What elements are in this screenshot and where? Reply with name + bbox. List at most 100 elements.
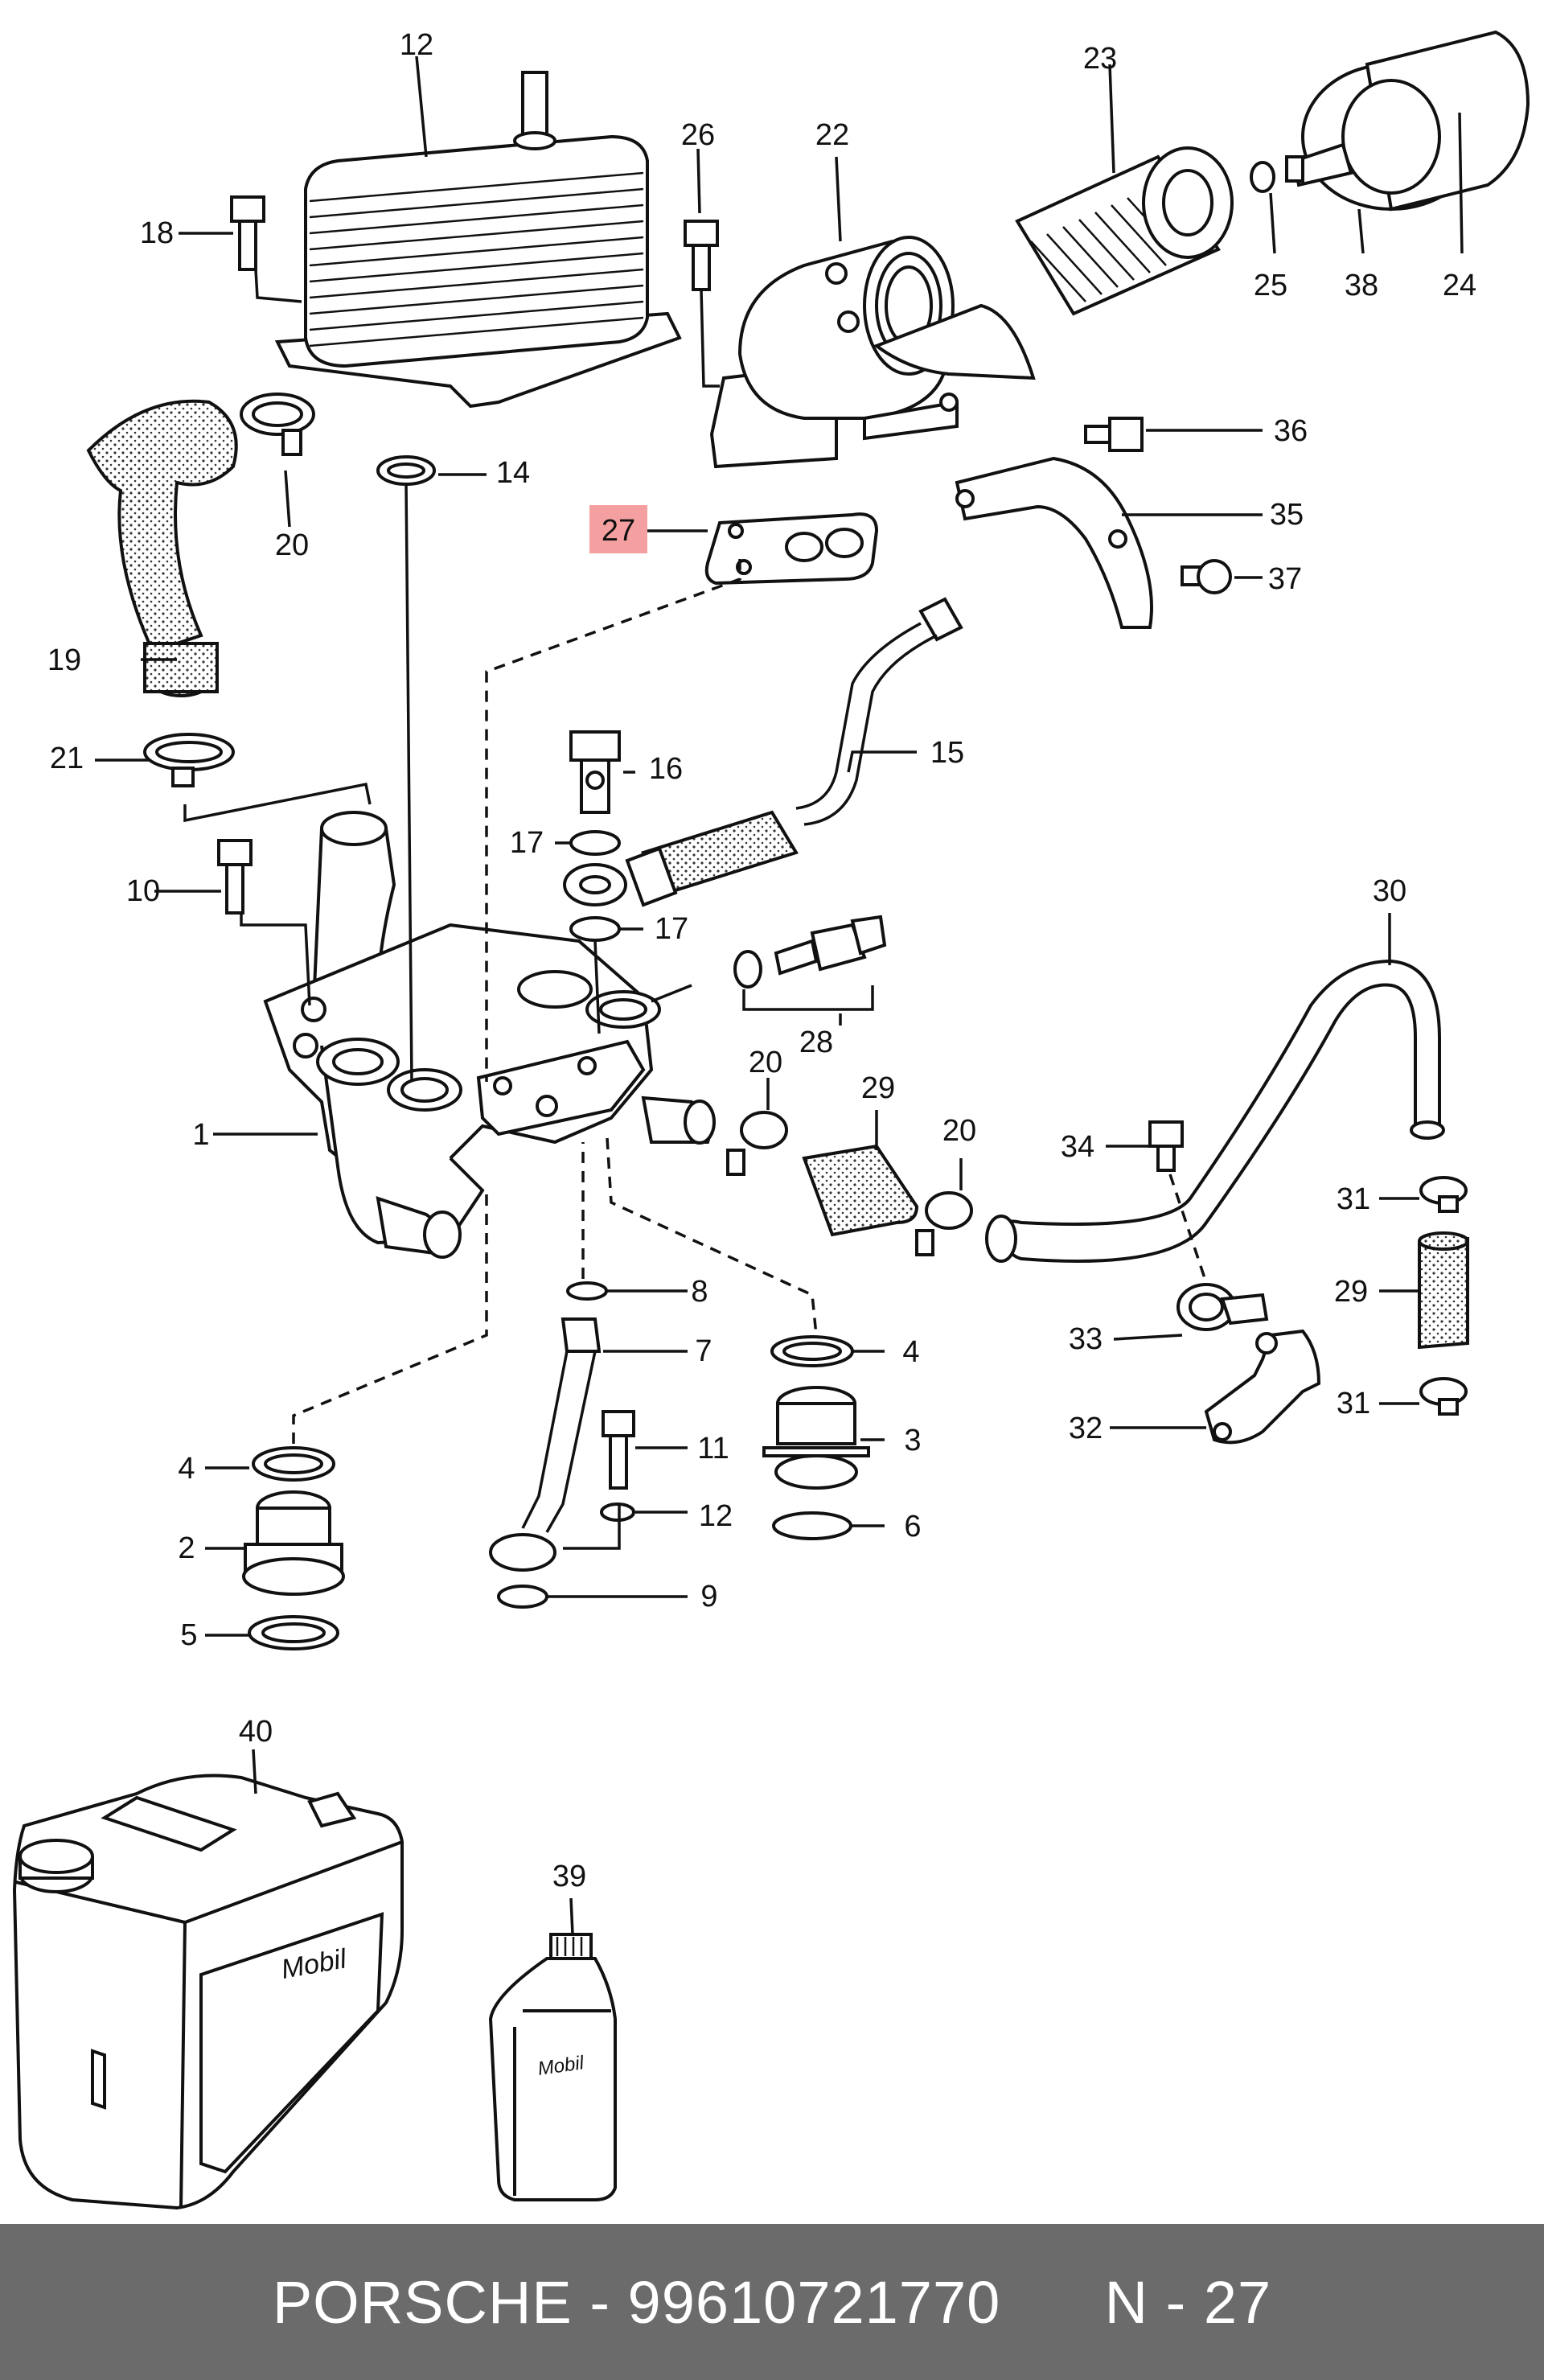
hose-29-middle xyxy=(802,1144,919,1237)
clamp-20-middle xyxy=(726,1111,788,1176)
callout-20-upper: 20 xyxy=(275,528,309,562)
screw-plug-3 xyxy=(762,1386,870,1490)
clamp-31-lower xyxy=(1419,1377,1468,1416)
footer-part-number: 99610721770 xyxy=(627,2268,1001,2336)
callout-21: 21 xyxy=(50,742,84,775)
o-ring-8 xyxy=(566,1281,608,1301)
bracket-32 xyxy=(1204,1329,1321,1445)
callout-17-upper: 17 xyxy=(510,826,544,860)
callout-33: 33 xyxy=(1069,1322,1103,1356)
callout-7: 7 xyxy=(695,1334,712,1368)
callout-34: 34 xyxy=(1061,1130,1094,1164)
callout-labels: 12 18 20 14 19 21 10 1 26 22 23 25 38 24… xyxy=(47,28,1476,1893)
callout-32: 32 xyxy=(1069,1412,1103,1445)
bolt-10 xyxy=(217,839,253,915)
oil-pipe-7 xyxy=(489,1317,602,1572)
seal-ring-5-inner xyxy=(261,1622,326,1643)
callout-4-left: 4 xyxy=(178,1452,195,1486)
banjo-bolt-16 xyxy=(569,730,621,814)
callout-20-middle: 20 xyxy=(749,1046,782,1079)
callout-9: 9 xyxy=(700,1580,717,1613)
callout-19: 19 xyxy=(47,643,81,677)
o-ring-25 xyxy=(1250,161,1275,193)
callout-14: 14 xyxy=(496,456,530,490)
callout-2: 2 xyxy=(178,1531,195,1565)
callout-12: 12 xyxy=(699,1499,733,1533)
footer-position-separator: - xyxy=(1165,2268,1187,2336)
seal-ring-4-left-inner xyxy=(264,1453,323,1474)
washer-12 xyxy=(600,1502,635,1522)
callout-8: 8 xyxy=(691,1275,708,1309)
footer-separator: - xyxy=(589,2268,610,2336)
washer-17-lower xyxy=(569,916,621,942)
callout-31-upper: 31 xyxy=(1337,1182,1370,1216)
bolt-26 xyxy=(684,220,719,291)
callout-39: 39 xyxy=(552,1860,586,1893)
seal-ring-6 xyxy=(772,1511,852,1540)
screw-plug-2 xyxy=(242,1490,345,1596)
callout-23: 23 xyxy=(1083,42,1117,76)
footer-space-3 xyxy=(1148,2268,1166,2337)
callout-27: 27 xyxy=(602,514,635,548)
oil-canister-40: Mobil xyxy=(12,1774,404,2210)
callout-16: 16 xyxy=(649,752,683,786)
hose-19 xyxy=(86,399,238,697)
oil-pipe-15 xyxy=(625,597,963,907)
callout-31-lower: 31 xyxy=(1337,1387,1370,1420)
hose-29-right xyxy=(1418,1236,1469,1350)
bolt-36 xyxy=(1084,417,1144,452)
bracket-35 xyxy=(955,456,1153,629)
seal-ring-9 xyxy=(497,1585,548,1609)
callout-40: 40 xyxy=(239,1715,273,1749)
footer-position-prefix: N xyxy=(1104,2268,1149,2336)
filter-element-23 xyxy=(1015,146,1234,316)
callout-37: 37 xyxy=(1268,562,1302,596)
clamp-21 xyxy=(143,733,235,787)
gasket-27 xyxy=(704,512,879,586)
bolt-34 xyxy=(1148,1120,1184,1172)
filter-housing-22 xyxy=(709,236,1036,469)
banjo-fitting xyxy=(563,863,627,906)
parts-diagram: Mobil Mobil xyxy=(12,28,1530,2210)
oil-temp-sensor-28 xyxy=(733,915,887,989)
callout-11: 11 xyxy=(697,1432,729,1465)
callout-38: 38 xyxy=(1345,269,1378,302)
footer-bar: PORSCHE - 99610721770 N - 27 xyxy=(0,2224,1544,2380)
callout-18: 18 xyxy=(140,216,174,250)
callout-28: 28 xyxy=(799,1026,833,1059)
callout-6: 6 xyxy=(904,1510,921,1544)
callout-36: 36 xyxy=(1274,414,1308,448)
callout-10: 10 xyxy=(126,874,160,908)
callout-13: 12 xyxy=(400,28,433,62)
leader-lines xyxy=(95,55,1464,1935)
callout-29-right: 29 xyxy=(1334,1275,1368,1309)
callout-30: 30 xyxy=(1373,874,1406,908)
callout-5: 5 xyxy=(180,1618,197,1652)
bolt-11 xyxy=(602,1410,635,1490)
highlight-box-27 xyxy=(589,505,647,553)
footer-brand: PORSCHE xyxy=(272,2268,573,2336)
hose-29-right-top xyxy=(1418,1231,1469,1251)
callout-20-right: 20 xyxy=(942,1114,976,1148)
washer-17-upper xyxy=(569,830,621,856)
oil-bottle-39: Mobil xyxy=(488,1933,617,2201)
seal-ring-4-right-inner xyxy=(782,1342,842,1361)
oil-return-pipe-30 xyxy=(985,959,1445,1263)
callout-24: 24 xyxy=(1443,269,1476,302)
clamp-20-upper xyxy=(240,393,315,456)
callout-35: 35 xyxy=(1270,498,1304,532)
callout-1: 1 xyxy=(192,1118,209,1152)
callout-4-right: 4 xyxy=(902,1335,919,1369)
bolt-37 xyxy=(1181,559,1232,594)
footer-position-number: 27 xyxy=(1203,2268,1272,2336)
callout-25: 25 xyxy=(1254,269,1287,302)
footer-space-1 xyxy=(573,2268,590,2337)
callout-15: 15 xyxy=(930,736,964,770)
grommet-33 xyxy=(1176,1283,1269,1331)
clamp-31-upper xyxy=(1419,1176,1468,1213)
oil-cooler xyxy=(274,71,682,409)
filter-cap-24 xyxy=(1285,30,1530,212)
footer-space-2 xyxy=(610,2268,628,2337)
footer-space-4 xyxy=(1186,2268,1204,2337)
callout-17-lower: 17 xyxy=(655,912,688,946)
